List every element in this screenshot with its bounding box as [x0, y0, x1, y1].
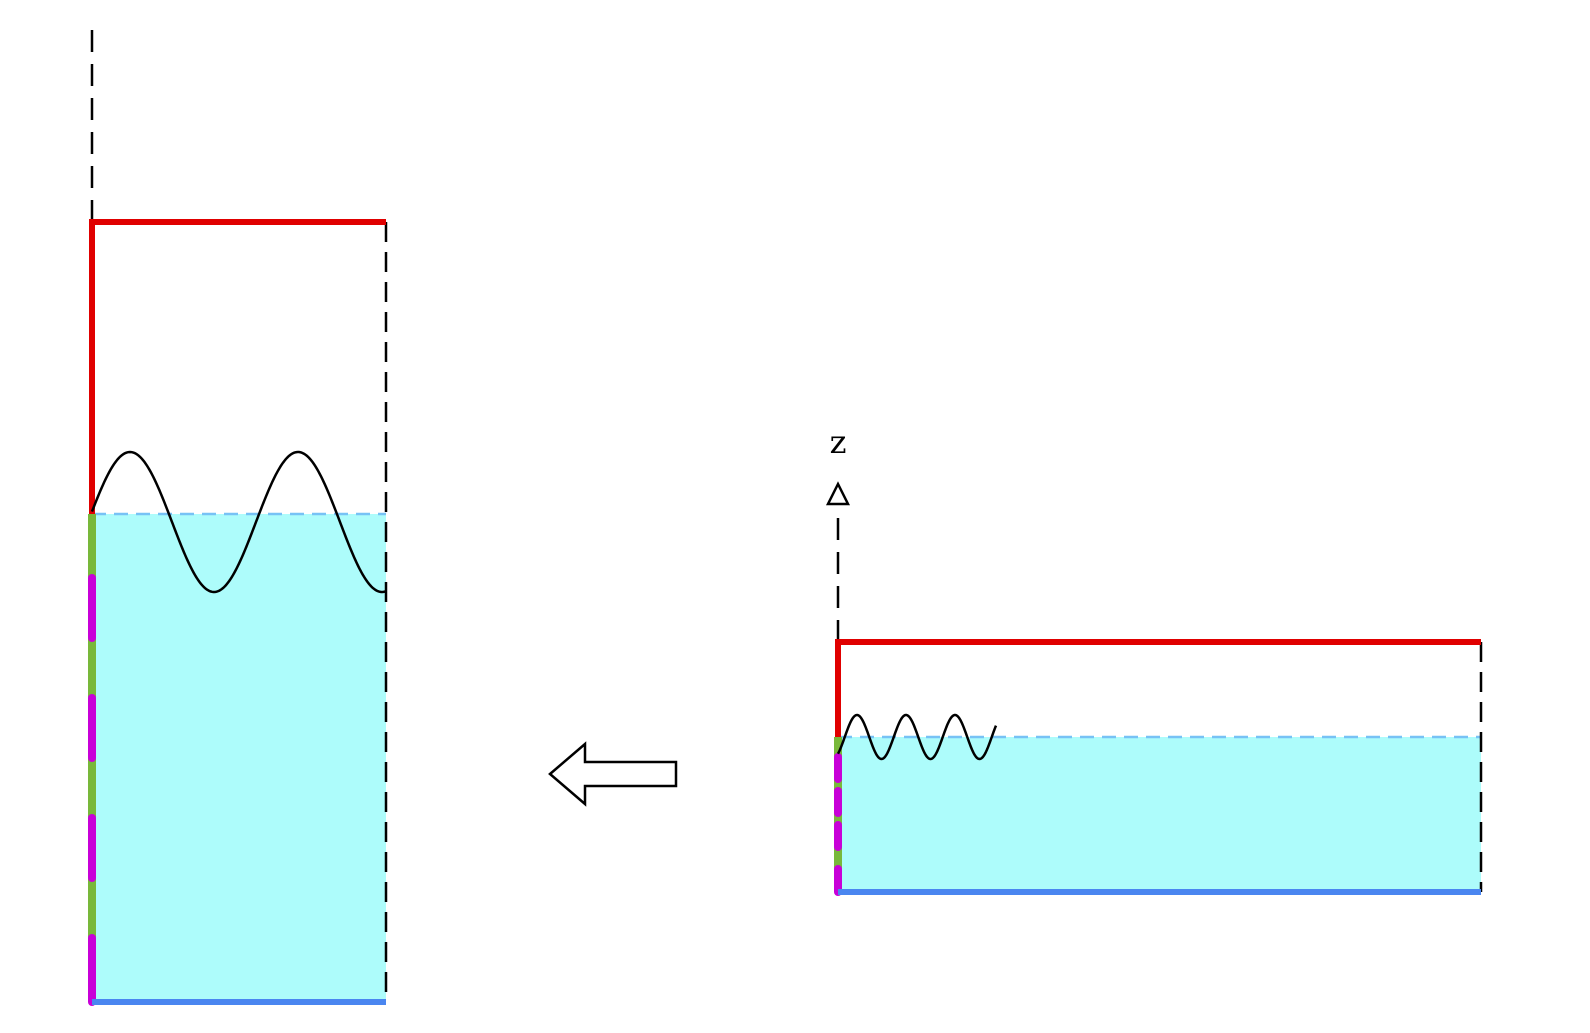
left-water-fill [92, 514, 386, 1002]
left-arrow-icon [548, 741, 678, 807]
left-tank [88, 30, 388, 1006]
left-top-wall [89, 219, 386, 514]
right-wave-curve [836, 713, 998, 761]
z-axis-label: z [830, 423, 847, 461]
right-top-wall [835, 639, 1481, 737]
up-arrow-icon [825, 481, 851, 506]
left-wave-curve [90, 450, 387, 594]
right-water-fill [838, 737, 1481, 892]
right-tank: z [825, 423, 1483, 896]
